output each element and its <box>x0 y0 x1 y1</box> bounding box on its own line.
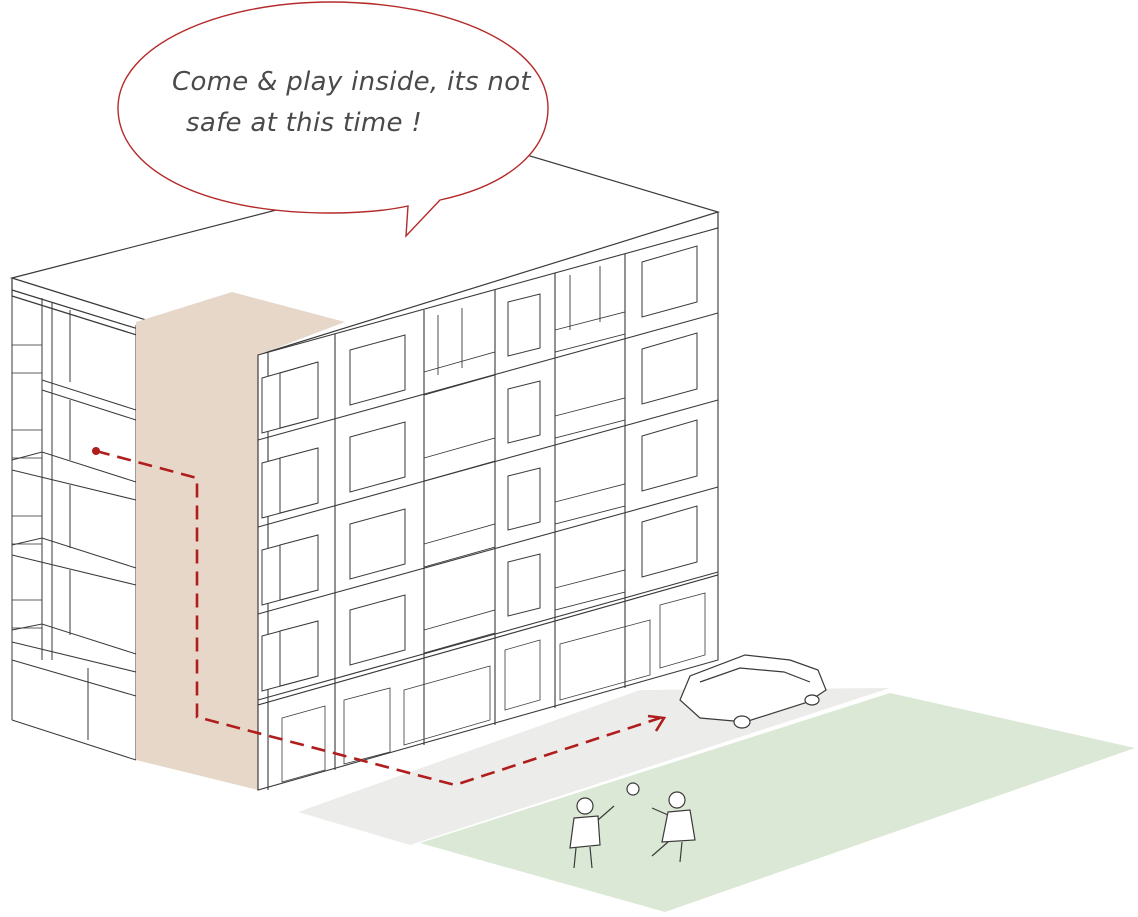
building-section-left <box>12 296 136 760</box>
speech-bubble-line-1: Come & play inside, its not <box>172 67 531 97</box>
speech-bubble-line-2: safe at this time ! <box>186 108 422 138</box>
car-icon <box>680 655 826 728</box>
ball-icon <box>627 783 639 795</box>
